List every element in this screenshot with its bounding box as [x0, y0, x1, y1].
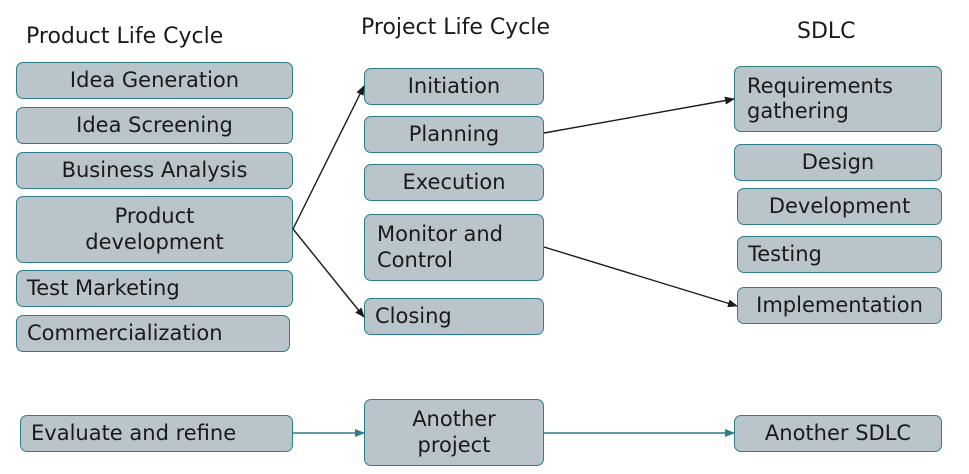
box-another-sdlc: Another SDLC [734, 415, 942, 452]
box-product-development-label: Product development [85, 204, 224, 254]
box-closing-label: Closing [375, 303, 452, 328]
project-life-cycle-heading: Project Life Cycle [361, 15, 551, 40]
box-idea-generation-label: Idea Generation [69, 67, 240, 92]
box-initiation-label: Initiation [407, 73, 501, 98]
box-evaluate-and-refine: Evaluate and refine [20, 415, 293, 452]
box-another-sdlc-label: Another SDLC [764, 420, 912, 445]
box-execution: Execution [364, 164, 544, 201]
box-development-label: Development [768, 193, 911, 218]
box-product-development: Product development [16, 196, 293, 263]
box-commercialization: Commercialization [16, 315, 290, 352]
box-closing: Closing [364, 298, 544, 335]
box-execution-label: Execution [402, 169, 506, 194]
box-development: Development [737, 188, 942, 225]
box-monitor-and-control-label: Monitor and Control [377, 222, 504, 272]
box-evaluate-and-refine-label: Evaluate and refine [31, 420, 237, 445]
arrow-monitor-to-implementation [543, 246, 738, 308]
arrow-product-development-to-closing [292, 228, 365, 318]
box-design: Design [734, 144, 942, 181]
box-idea-screening-label: Idea Screening [76, 112, 233, 137]
box-business-analysis: Business Analysis [16, 152, 293, 189]
box-test-marketing: Test Marketing [16, 270, 293, 307]
arrow-product-development-to-initiation [292, 85, 365, 230]
sdlc-heading: SDLC [797, 19, 856, 44]
box-design-label: Design [801, 149, 875, 174]
box-requirements-gathering-label: Requirements gathering [747, 73, 893, 123]
arrow-planning-to-requirements [543, 96, 735, 134]
box-another-project: Another project [364, 399, 544, 466]
box-test-marketing-label: Test Marketing [27, 275, 180, 300]
box-testing: Testing [737, 236, 942, 273]
product-life-cycle-heading: Product Life Cycle [26, 24, 224, 49]
box-commercialization-label: Commercialization [27, 320, 223, 345]
box-monitor-and-control: Monitor and Control [364, 214, 544, 281]
box-business-analysis-label: Business Analysis [61, 157, 248, 182]
box-planning-label: Planning [408, 121, 500, 146]
box-planning: Planning [364, 116, 544, 153]
box-another-project-label: Another project [412, 407, 496, 457]
box-idea-screening: Idea Screening [16, 107, 293, 144]
box-initiation: Initiation [364, 68, 544, 105]
box-requirements-gathering: Requirements gathering [734, 66, 942, 132]
box-implementation: Implementation [737, 287, 942, 324]
box-implementation-label: Implementation [756, 292, 923, 317]
box-testing-label: Testing [748, 241, 822, 266]
box-idea-generation: Idea Generation [16, 62, 293, 99]
